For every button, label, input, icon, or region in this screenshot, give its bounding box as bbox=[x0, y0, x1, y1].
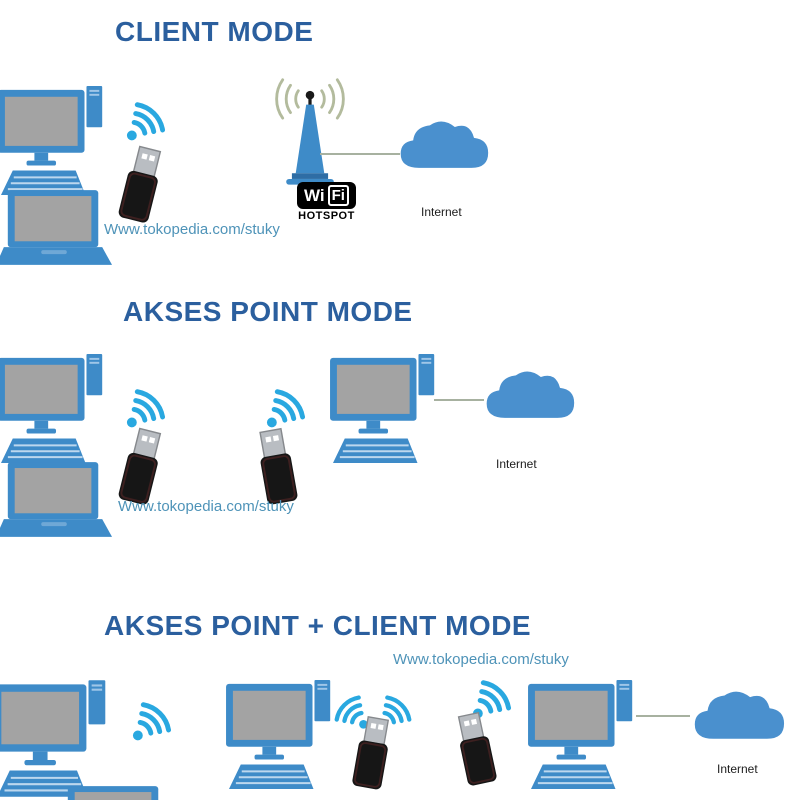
internet-label: Internet bbox=[421, 205, 462, 219]
desktop-computer-icon bbox=[0, 84, 104, 197]
laptop-icon bbox=[56, 786, 173, 800]
desktop-computer-icon bbox=[0, 352, 104, 465]
desktop-computer-icon bbox=[226, 678, 332, 791]
wifi-hotspot-badge: Wi Fi HOTSPOT bbox=[297, 182, 356, 222]
desktop-computer-icon bbox=[528, 678, 634, 791]
wifi-badge-fi: Fi bbox=[327, 185, 349, 206]
internet-cloud-icon bbox=[400, 121, 489, 168]
internet-label: Internet bbox=[717, 762, 758, 776]
watermark-text: Www.tokopedia.com/stuky bbox=[393, 651, 569, 668]
wifi-badge-pill: Wi Fi bbox=[297, 182, 356, 209]
connector-line bbox=[320, 153, 400, 155]
section-title-akses-point-mode: AKSES POINT MODE bbox=[123, 296, 413, 327]
hotspot-antenna-icon bbox=[275, 78, 345, 187]
usb-wifi-adapter-icon bbox=[453, 710, 499, 788]
desktop-computer-icon bbox=[330, 352, 436, 465]
wifi-badge-wi: Wi bbox=[304, 186, 325, 205]
laptop-icon bbox=[0, 462, 113, 537]
section-title-akses-point-client-mode: AKSES POINT + CLIENT MODE bbox=[104, 610, 532, 641]
section-title-client-mode: CLIENT MODE bbox=[115, 16, 314, 47]
wifi-signal-icon bbox=[122, 383, 168, 429]
desktop-computer-icon bbox=[0, 679, 107, 798]
wifi-signal-icon bbox=[262, 383, 308, 429]
usb-wifi-adapter-icon bbox=[116, 144, 166, 225]
internet-cloud-icon bbox=[694, 691, 785, 739]
connector-line bbox=[636, 715, 690, 717]
laptop-icon bbox=[0, 190, 113, 265]
hotspot-label: HOTSPOT bbox=[298, 210, 355, 222]
internet-cloud-icon bbox=[486, 371, 575, 418]
watermark-text: Www.tokopedia.com/stuky bbox=[104, 221, 280, 238]
connector-line bbox=[434, 399, 484, 401]
wifi-signal-icon bbox=[122, 96, 168, 142]
watermark-text: Www.tokopedia.com/stuky bbox=[118, 498, 294, 515]
wifi-signal-icon bbox=[128, 696, 174, 742]
internet-label: Internet bbox=[496, 457, 537, 471]
